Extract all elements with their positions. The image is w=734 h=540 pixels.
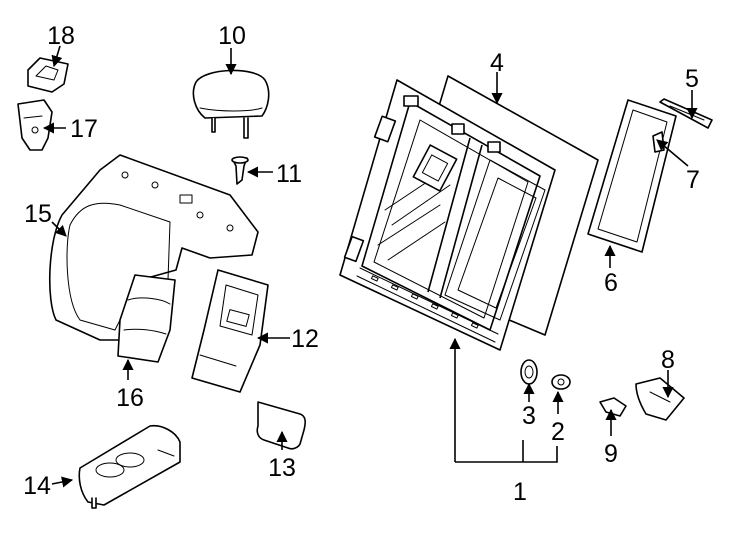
callout-7: 7	[686, 166, 700, 194]
part-10-headrest[interactable]	[192, 69, 270, 139]
leader-14	[51, 476, 74, 488]
part-13-armrest-pad[interactable]	[256, 401, 306, 450]
part-14-cupholder-armrest[interactable]	[78, 424, 181, 509]
part-17-release-handle[interactable]	[17, 99, 53, 151]
part-6-side-pad[interactable]	[587, 99, 677, 253]
leader-lines	[42, 45, 698, 488]
callout-numbers: 1 2 3 4 5 6 7 8 9 10 11 12 13 14 15 16 1…	[23, 22, 700, 506]
callout-4: 4	[490, 49, 504, 77]
part-2-bolt[interactable]	[551, 374, 571, 390]
callout-5: 5	[685, 65, 699, 93]
callout-6: 6	[604, 269, 618, 297]
callout-10: 10	[218, 22, 246, 50]
leader-7	[656, 139, 689, 167]
leader-15	[51, 221, 67, 237]
leader-18	[51, 45, 63, 68]
part-3-grommet[interactable]	[520, 359, 538, 385]
callout-9: 9	[604, 440, 618, 468]
callout-1: 1	[513, 478, 527, 506]
callout-8: 8	[661, 346, 675, 374]
callout-18: 18	[47, 22, 75, 50]
callout-15: 15	[24, 200, 52, 228]
callout-12: 12	[291, 325, 319, 353]
part-12-armrest-frame[interactable]	[191, 269, 269, 393]
frame-bottom-slots	[356, 267, 499, 343]
callout-2: 2	[551, 418, 565, 446]
callout-14: 14	[23, 472, 51, 500]
callout-3: 3	[522, 402, 536, 430]
callout-17: 17	[70, 115, 98, 143]
leader-1-bracket	[455, 446, 558, 463]
callout-13: 13	[268, 454, 296, 482]
part-8-hinge-cover[interactable]	[635, 377, 685, 421]
callout-16: 16	[116, 384, 144, 412]
part-11-guide-sleeve[interactable]	[231, 156, 249, 185]
part-1-seatback-frame[interactable]	[339, 79, 556, 351]
part-18-release-cover[interactable]	[27, 57, 69, 93]
part-9-clip[interactable]	[599, 397, 627, 417]
part-16-foam-pad[interactable]	[117, 274, 176, 363]
callout-11: 11	[276, 160, 302, 188]
